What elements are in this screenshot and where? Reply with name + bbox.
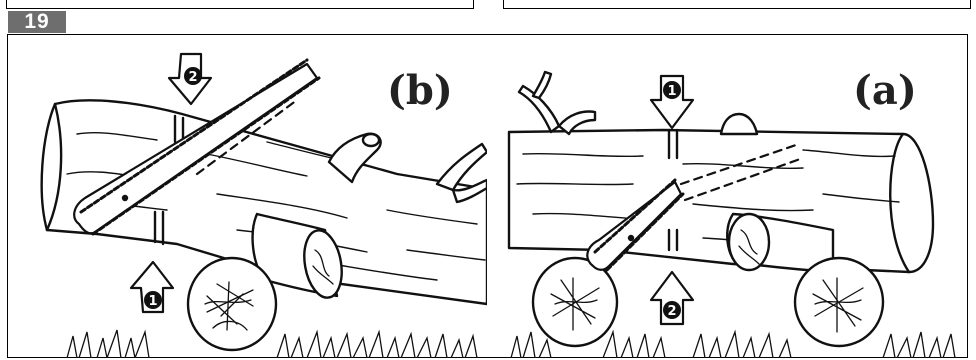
top-rule-right [503, 0, 971, 9]
support-log-icon [188, 258, 276, 350]
log-icon [509, 130, 933, 272]
top-rule-left [6, 0, 474, 9]
step-2-number-b: 2 [188, 70, 197, 85]
support-log-icon [533, 258, 883, 346]
panel-a: 1 2 (a) [503, 34, 968, 358]
step-1-number-b: 1 [148, 294, 157, 309]
step-2-number-a: 2 [667, 304, 676, 319]
step-1-number-a: 1 [667, 84, 676, 99]
panel-b: 2 1 (b) [7, 34, 487, 358]
panel-b-label: (b) [387, 67, 453, 114]
panel-a-label: (a) [853, 67, 917, 114]
grass-icon [67, 330, 477, 358]
figure-number-badge: 19 [8, 11, 66, 33]
